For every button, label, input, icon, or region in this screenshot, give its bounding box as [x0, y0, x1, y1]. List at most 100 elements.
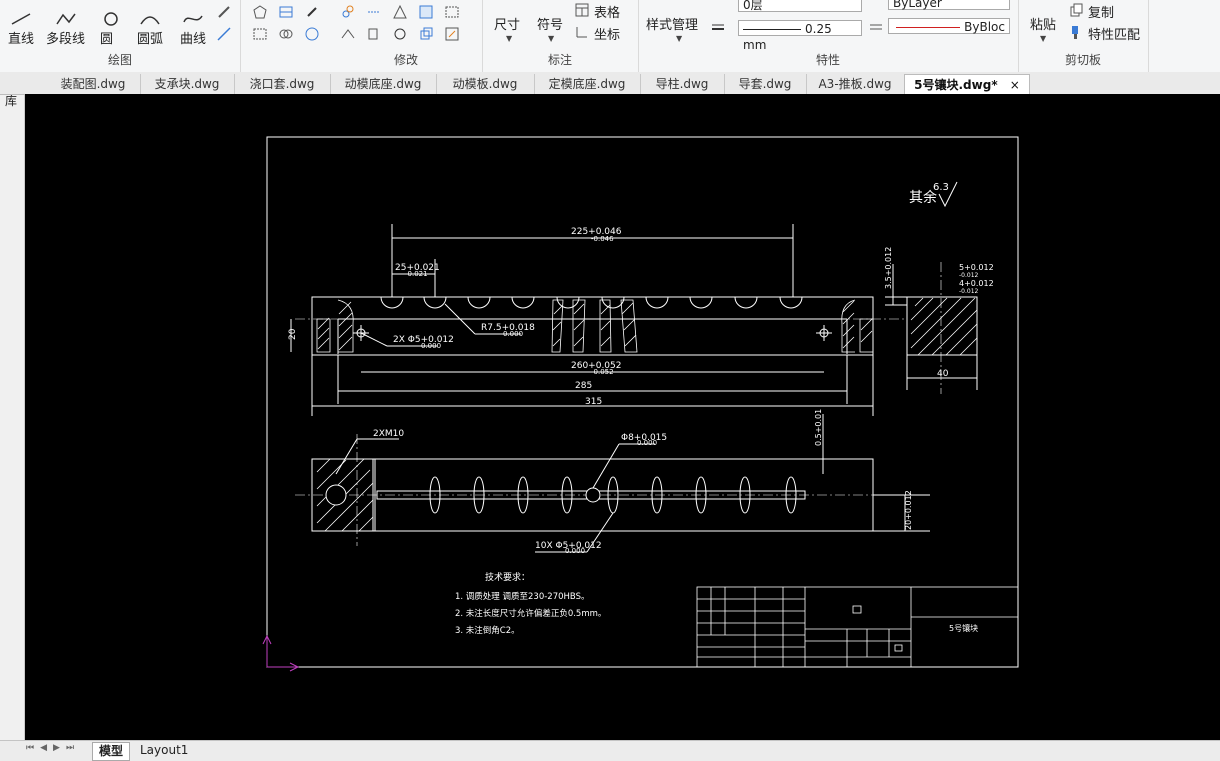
trim-icon[interactable] [366, 4, 382, 20]
dim-25: 25+0.021 [395, 263, 440, 273]
dim-315: 315 [585, 397, 602, 407]
tab-fixed-base[interactable]: 定模底座.dwg [534, 74, 641, 94]
boundary-icon[interactable] [304, 26, 320, 42]
tech-note-3: 3. 未注倒角C2。 [455, 625, 520, 636]
array-icon[interactable] [418, 4, 434, 20]
curve-icon [183, 15, 203, 23]
coordinate-icon[interactable] [574, 24, 590, 40]
tab-close-icon[interactable]: × [1009, 78, 1020, 92]
curve-tool-button[interactable]: 曲线 [180, 12, 206, 47]
point-icon[interactable] [304, 4, 320, 20]
layer-combo[interactable]: 0层 [738, 0, 862, 12]
dim-8-low: 0.000 [637, 439, 657, 447]
coordinate-button[interactable]: 坐标 [594, 28, 621, 43]
dim-4: 4+0.012 [959, 279, 994, 288]
arc-tool-button[interactable]: 圆弧 [137, 12, 163, 47]
tab-moving-base[interactable]: 动模底座.dwg [330, 74, 437, 94]
dim-260-low: -0.052 [591, 368, 614, 376]
m10-hole [325, 484, 347, 506]
offset-icon[interactable] [444, 4, 460, 20]
draw-panel: 直线 多段线 圆 圆弧 曲线 绘图 [0, 0, 241, 72]
dim-35: 3.5+0.012 [884, 247, 893, 289]
dim-2x5: 2X Φ5+0.012 [393, 335, 454, 345]
title-part-name: 5号镶块 [949, 623, 978, 633]
dimension-button[interactable]: 尺寸 [494, 14, 520, 33]
table-icon[interactable] [574, 2, 590, 18]
tab-sprue-bushing[interactable]: 浇口套.dwg [234, 74, 331, 94]
dim-40: 40 [937, 369, 949, 379]
paste-chevron-icon[interactable]: ▼ [1040, 34, 1047, 43]
copy-icon[interactable] [1068, 2, 1084, 18]
symbol-chevron-icon[interactable]: ▼ [548, 34, 555, 43]
color-combo[interactable]: ByLayer [888, 0, 1010, 10]
arc-icon [140, 16, 160, 25]
linetype-icon[interactable] [868, 20, 884, 36]
region-icon[interactable] [278, 26, 294, 42]
tech-notes-title: 技术要求： [485, 571, 530, 583]
draw-panel-label: 绘图 [107, 53, 132, 67]
roughness-symbol [938, 181, 958, 208]
move-icon[interactable] [340, 4, 356, 20]
dim-r75: R7.5+0.018 [481, 323, 535, 333]
drawing-svg: 其余 6.3 [262, 136, 1019, 672]
dim-260: 260+0.052 [571, 361, 621, 371]
stretch-icon[interactable] [340, 26, 356, 42]
tech-note-1: 1. 调质处理 调质至230-270HBS。 [455, 591, 590, 602]
side-view: 3.5+0.012 5+0.012 -0.012 4+0.012 -0.012 … [884, 247, 994, 394]
dimension-chevron-icon[interactable]: ▼ [506, 34, 513, 43]
mirror-icon[interactable] [392, 4, 408, 20]
tab-insert-5-label: 5号镶块.dwg* [914, 78, 998, 92]
tab-insert-5[interactable]: 5号镶块.dwg* × [904, 74, 1030, 95]
polygon-icon[interactable] [252, 4, 268, 20]
lineweight-combo[interactable]: 0.25 mm [738, 20, 862, 52]
symbol-button[interactable]: 符号 [537, 14, 563, 33]
dim-5-low: -0.012 [959, 272, 979, 279]
dim-5: 5+0.012 [959, 263, 994, 272]
dim-2x5-low: 0.000 [421, 342, 441, 350]
line-tool-button[interactable]: 直线 [8, 12, 34, 47]
circle-tool-button[interactable]: 圆 [100, 12, 122, 47]
dim-10x5: 10X Φ5+0.012 [535, 541, 602, 551]
drawing-canvas[interactable]: 其余 6.3 [25, 94, 1220, 740]
modify-panel-label: 修改 [393, 53, 418, 67]
tab-assembly[interactable]: 装配图.dwg [46, 74, 141, 94]
rectangle-icon[interactable] [252, 26, 268, 42]
tab-layout1[interactable]: Layout1 [140, 743, 189, 757]
tab-guide-bush[interactable]: 导套.dwg [724, 74, 807, 94]
rotate-icon[interactable] [392, 26, 408, 42]
dim-20: 20 [288, 328, 298, 340]
linetype-combo[interactable]: ByBloc [888, 18, 1010, 34]
tab-a3-push-plate[interactable]: A3-推板.dwg [806, 74, 905, 94]
lineweight-icon[interactable] [710, 20, 726, 36]
paste-button[interactable]: 粘贴 [1030, 14, 1056, 33]
roughness-value: 6.3 [933, 182, 949, 193]
layout-nav-icons[interactable]: ⏮◀▶⏭ [26, 743, 81, 753]
paste-label: 粘贴 [1030, 18, 1057, 33]
layer-name: 0层 [743, 0, 763, 12]
style-manager-chevron-icon[interactable]: ▼ [676, 34, 683, 43]
properties-panel: 样式管理 ▼ 0层 0.25 mm ByLayer ByBloc 特性 [638, 0, 1019, 72]
tab-support-block[interactable]: 支承块.dwg [140, 74, 235, 94]
match-properties-button[interactable]: 特性匹配 [1088, 28, 1141, 43]
hatch-icon[interactable] [278, 4, 294, 20]
table-button[interactable]: 表格 [594, 6, 621, 21]
copy-button[interactable]: 复制 [1088, 6, 1115, 21]
xline-icon[interactable] [216, 26, 232, 42]
tab-guide-pillar[interactable]: 导柱.dwg [640, 74, 725, 94]
tab-moving-plate[interactable]: 动模板.dwg [436, 74, 535, 94]
copy-object-icon[interactable] [418, 26, 434, 42]
edit-icon[interactable] [444, 26, 460, 42]
dim-8: Φ8+0.015 [621, 433, 667, 443]
dim-r75-low: 0.000 [503, 330, 523, 338]
polyline-tool-button[interactable]: 多段线 [46, 12, 85, 47]
line-icon [11, 13, 31, 25]
circle-icon [104, 12, 118, 26]
tab-model[interactable]: 模型 [92, 742, 131, 761]
scale-icon[interactable] [366, 26, 382, 42]
match-properties-icon[interactable] [1068, 24, 1084, 40]
pencil-icon[interactable] [216, 4, 232, 20]
draw-extra-panel [240, 0, 330, 72]
linetype-value: ByBloc [964, 20, 1005, 34]
style-manager-button[interactable]: 样式管理 [646, 14, 698, 33]
dim-285: 285 [575, 381, 592, 391]
